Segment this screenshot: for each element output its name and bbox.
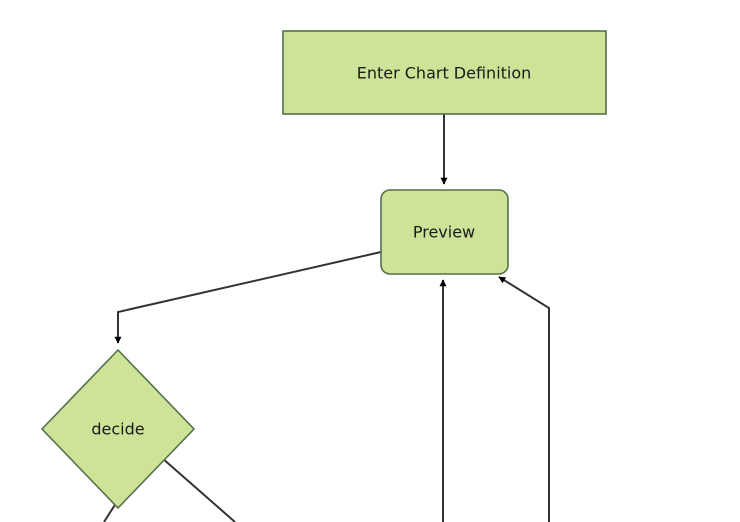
- node-decide-label: decide: [91, 420, 144, 439]
- node-decide-shape[interactable]: [40, 348, 196, 510]
- edge-bottom-right-to-preview: [498, 276, 550, 522]
- node-enter-chart-definition-shape[interactable]: [282, 30, 607, 115]
- edge-preview-to-decide: [114, 251, 382, 344]
- edge-layer: [103, 114, 550, 522]
- node-preview-shape[interactable]: [380, 189, 509, 275]
- node-layer: Enter Chart Definition Preview decide: [40, 30, 607, 510]
- node-enter-chart-definition[interactable]: Enter Chart Definition: [282, 30, 607, 115]
- node-enter-chart-definition-label: Enter Chart Definition: [357, 64, 532, 83]
- edge-decide-bottom-right: [161, 457, 236, 522]
- node-preview-label: Preview: [413, 223, 475, 242]
- node-preview[interactable]: Preview: [380, 189, 509, 275]
- node-decide[interactable]: decide: [40, 348, 196, 510]
